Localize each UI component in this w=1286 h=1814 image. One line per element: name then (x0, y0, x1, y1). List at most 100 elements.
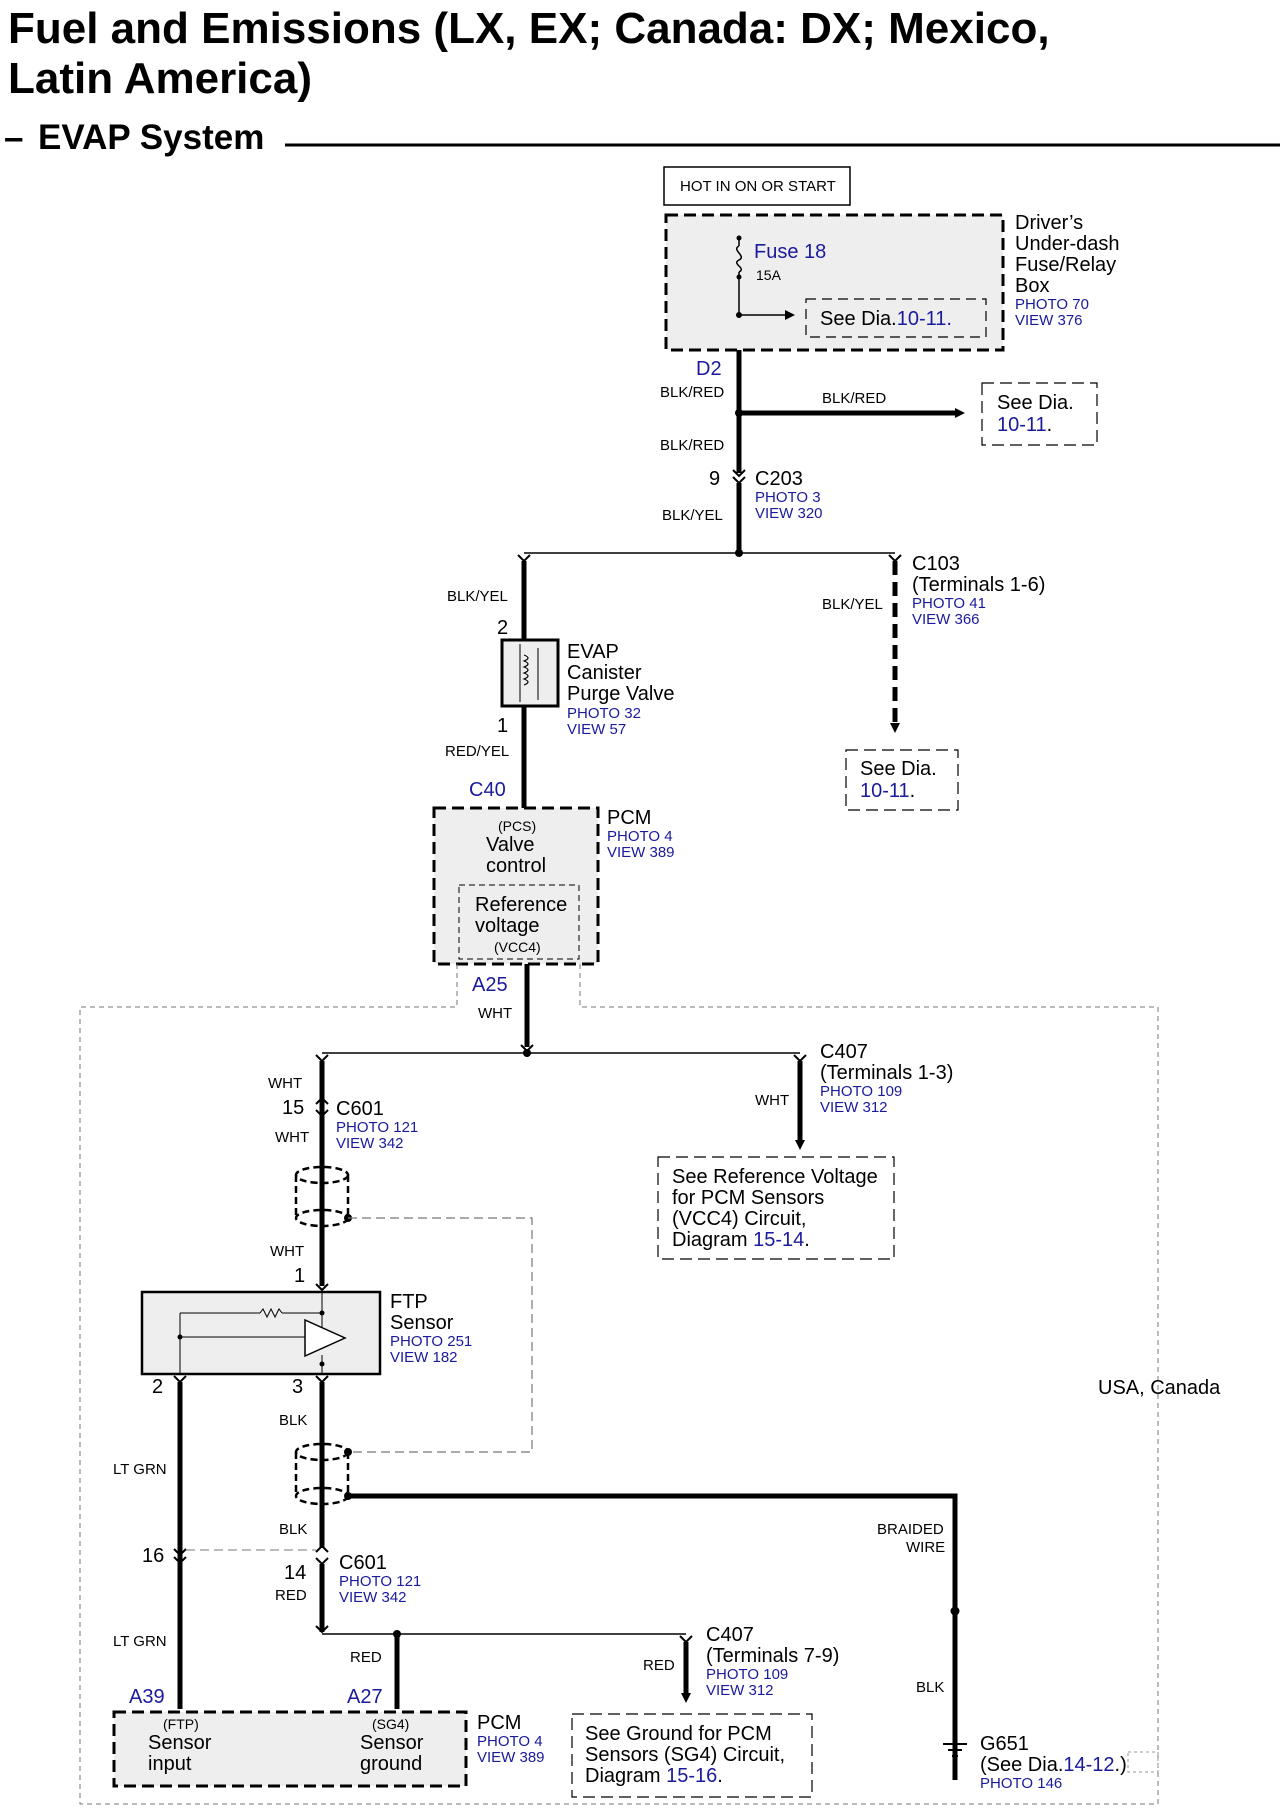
c601-pin-16: 16 (142, 1545, 164, 1567)
c601-connector-icon-bottom-2 (315, 1557, 329, 1566)
c203-view: VIEW 320 (755, 505, 823, 522)
wire-label-wht-c407: WHT (755, 1092, 789, 1109)
pin-a39: A39 (129, 1686, 165, 1708)
connector-icon-red-left (315, 1625, 329, 1634)
pcm-bot-photo: PHOTO 4 (477, 1733, 543, 1750)
wire-label-lt-grn-1: LT GRN (113, 1461, 167, 1478)
fuse-see-dia: See Dia.10-11. (820, 308, 952, 330)
ftp-view: VIEW 182 (390, 1349, 458, 1366)
c407-bot-view: VIEW 312 (706, 1682, 774, 1699)
braided-splice-dot (950, 1606, 960, 1616)
evap-label-1: EVAP (567, 641, 619, 663)
pin-d2: D2 (696, 358, 722, 380)
pcm-sensor-ground-2: ground (360, 1753, 422, 1775)
evap-pin-top: 2 (497, 617, 508, 639)
c601-pin16-connector (173, 1548, 187, 1557)
connector-icon-right (888, 554, 902, 563)
c601-pin-14: 14 (284, 1562, 306, 1584)
wire-label-red-1: RED (275, 1587, 307, 1604)
pcm-sensor-input-1: Sensor (148, 1732, 212, 1754)
ftp-pin-2: 2 (152, 1376, 163, 1398)
c601-top-photo: PHOTO 121 (336, 1119, 418, 1136)
c407-top-photo: PHOTO 109 (820, 1083, 902, 1100)
see-dia-box-2 (845, 749, 959, 811)
fusebox-view: VIEW 376 (1015, 312, 1083, 329)
fusebox-label-2: Under-dash (1015, 233, 1120, 255)
c601-pin-15: 15 (282, 1097, 304, 1119)
hot-in-on-box (663, 166, 851, 206)
c203-connector-icon-2 (732, 476, 746, 485)
c103-view: VIEW 366 (912, 611, 980, 628)
connector-icon-left (517, 554, 531, 563)
fusebox-label-3: Fuse/Relay (1015, 254, 1116, 276)
pcm-bot-name: PCM (477, 1712, 521, 1734)
c407-top-name: C407 (820, 1041, 868, 1063)
c601-connector-icon-bottom (315, 1544, 329, 1553)
pcm-ref-voltage-box (458, 884, 580, 960)
fusebox-label-4: Box (1015, 275, 1049, 297)
pcm-ref-line1: Reference (475, 894, 567, 916)
connector-icon-wht-left (315, 1054, 329, 1063)
region-label: USA, Canada (1098, 1377, 1221, 1399)
wire-label-blk-red-branch: BLK/RED (822, 390, 886, 407)
pcm-sg4-tag: (SG4) (372, 1716, 409, 1732)
see-dia-1-line2: 10-11. (997, 414, 1052, 436)
c203-connector-icon (732, 469, 746, 478)
see-ref-line3: (VCC4) Circuit, (672, 1208, 806, 1230)
fuse-see-dia-box (805, 298, 987, 338)
ftp-label-1: FTP (390, 1291, 428, 1313)
pcm-pcs-tag: (PCS) (498, 818, 536, 834)
page-title: Fuel and Emissions (LX, EX; Canada: DX; … (8, 4, 1050, 104)
c103-photo: PHOTO 41 (912, 595, 986, 612)
pin-a27: A27 (347, 1686, 383, 1708)
pin-a25: A25 (472, 974, 508, 996)
c407-bot-name: C407 (706, 1624, 754, 1646)
wire-label-blk-1: BLK (279, 1412, 307, 1429)
see-gnd-line1: See Ground for PCM (585, 1723, 772, 1745)
wire-label-red-c407: RED (643, 1657, 675, 1674)
wire-label-wht-1: WHT (478, 1005, 512, 1022)
title-line-2: Latin America) (8, 54, 313, 103)
fuse-dot-top (736, 235, 742, 241)
c203-pin: 9 (709, 468, 720, 490)
c103-terms: (Terminals 1-6) (912, 574, 1045, 596)
ftp-circuit-dot-3 (319, 1361, 325, 1367)
pin-c40: C40 (469, 779, 506, 801)
pcm-bottom-box (112, 1710, 468, 1788)
c407-bot-photo: PHOTO 109 (706, 1666, 788, 1683)
fuse-dot-mid (736, 274, 742, 280)
ftp-pin3-connector (315, 1375, 329, 1384)
wire-braided-blk (348, 1493, 958, 1780)
see-ref-voltage-box (657, 1156, 895, 1260)
c103-name: C103 (912, 553, 960, 575)
wire-label-blk-yel-1: BLK/YEL (662, 507, 723, 524)
splice-dot-2 (735, 549, 743, 557)
fuse-name: Fuse 18 (754, 241, 826, 263)
fuse-box (664, 213, 1005, 352)
pcm-top-box (432, 806, 600, 966)
c601-connector-icon-top-2 (315, 1109, 329, 1118)
wire-label-wht-2: WHT (268, 1075, 302, 1092)
shield-drain-dot-2 (344, 1448, 352, 1456)
fusebox-label-1: Driver’s (1015, 212, 1083, 234)
connector-icon-wht-right (793, 1054, 807, 1063)
evap-label-3: Purge Valve (567, 683, 674, 705)
wire-label-red-yel: RED/YEL (445, 743, 509, 760)
c407-top-terms: (Terminals 1-3) (820, 1062, 953, 1084)
see-ref-line4: Diagram 15-14. (672, 1229, 810, 1251)
evap-coil-icon (522, 654, 529, 686)
ftp-pin2-connector (173, 1375, 187, 1384)
see-dia-2-line2: 10-11. (860, 780, 915, 802)
splice-dot-3 (523, 1049, 531, 1057)
c601-top-name: C601 (336, 1098, 384, 1120)
ftp-pin-3: 3 (292, 1376, 303, 1398)
section-dash: – (4, 118, 24, 157)
c407-bot-terms: (Terminals 7-9) (706, 1645, 839, 1667)
ftp-pin-1: 1 (294, 1265, 305, 1287)
shield-drain-wire (348, 1217, 533, 1453)
c601-bot-photo: PHOTO 121 (339, 1573, 421, 1590)
g651-dashed-mark (1127, 1751, 1159, 1773)
title-line-1: Fuel and Emissions (LX, EX; Canada: DX; … (8, 4, 1050, 53)
see-gnd-line3: Diagram 15-16. (585, 1765, 723, 1787)
